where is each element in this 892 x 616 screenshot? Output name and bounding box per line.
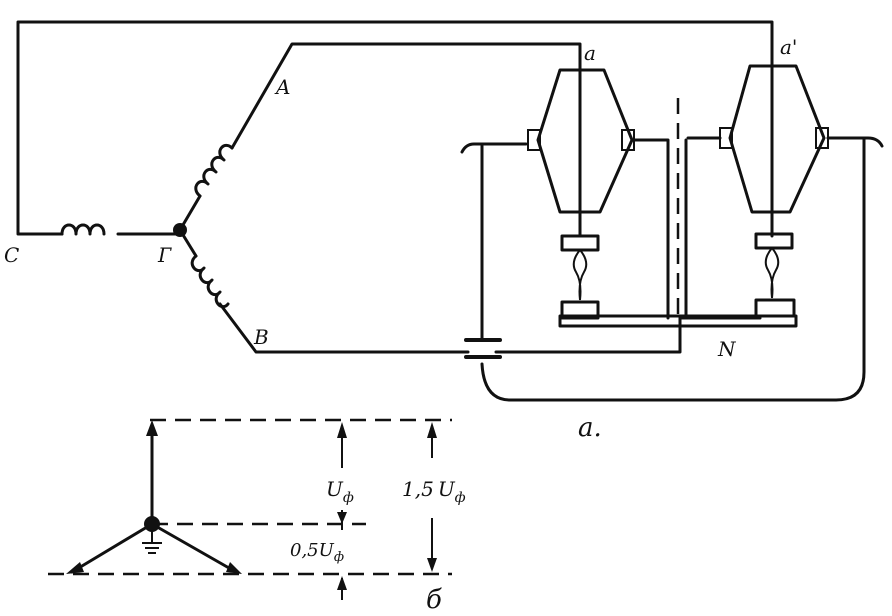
vd-uphi-arrow-bottom	[337, 512, 347, 524]
label-b: B	[253, 325, 269, 349]
right-cell-lower-block	[754, 298, 796, 318]
vd-phasor-right-arrow	[226, 562, 242, 574]
vd-onehalf-arrow-top	[427, 422, 437, 438]
a-phase-coil	[194, 143, 234, 198]
capacitor-group	[464, 144, 762, 359]
bath-right-wall	[480, 136, 866, 402]
neutral-point-dot	[173, 223, 187, 237]
vd-half-arrow	[337, 576, 347, 590]
bath-vessel	[460, 98, 884, 402]
right-cell-clamp-right	[815, 127, 829, 149]
left-cell-body	[536, 68, 634, 214]
label-panel-b: б	[426, 585, 442, 615]
label-panel-a: a.	[578, 413, 602, 443]
right-cell-clamp-left	[719, 127, 733, 149]
vd-label-uphi: Uф	[326, 477, 354, 506]
label-c: C	[4, 243, 19, 267]
vd-phasor-up-arrow	[146, 420, 158, 436]
c-lead-wire	[16, 226, 64, 236]
b-branch-lower	[218, 302, 470, 354]
bottom-busbar	[558, 314, 798, 328]
vd-label-half: 0,5Uф	[290, 540, 344, 565]
label-n: N	[717, 337, 737, 361]
b-phase-coil	[190, 254, 230, 309]
left-cell-lower-block	[560, 300, 600, 320]
bath-right-rim	[826, 136, 884, 148]
bath-divider-left	[630, 138, 670, 320]
vd-phasor-left	[70, 522, 154, 574]
generator-wiring	[16, 20, 774, 354]
vd-phasor-right	[150, 522, 238, 574]
right-cell	[719, 58, 829, 318]
c-phase-coil	[60, 223, 106, 236]
left-cell-clamp-left	[527, 129, 541, 151]
right-cell-body	[728, 64, 826, 214]
vd-neutral-dot	[144, 516, 160, 532]
a-branch-upper	[230, 42, 582, 150]
label-a-prime: a'	[780, 35, 797, 59]
vd-uphi-arrow-top	[337, 422, 347, 438]
vd-onehalf-arrow-bottom	[427, 558, 437, 572]
left-cell-upper-block	[560, 234, 600, 252]
left-cell-arc	[572, 249, 588, 301]
vd-phasor-left-arrow	[66, 562, 84, 574]
label-a: A	[274, 75, 290, 99]
left-cell-clamp-right	[621, 129, 635, 151]
top-loop-wire	[16, 20, 774, 230]
label-a-small: a	[584, 41, 596, 65]
b-to-n-wire	[494, 316, 762, 354]
bath-left-rim	[460, 142, 528, 154]
right-cell-upper-block	[754, 232, 794, 250]
left-cell	[527, 58, 635, 320]
right-cell-arc	[764, 247, 780, 299]
label-g: Г	[157, 243, 172, 267]
